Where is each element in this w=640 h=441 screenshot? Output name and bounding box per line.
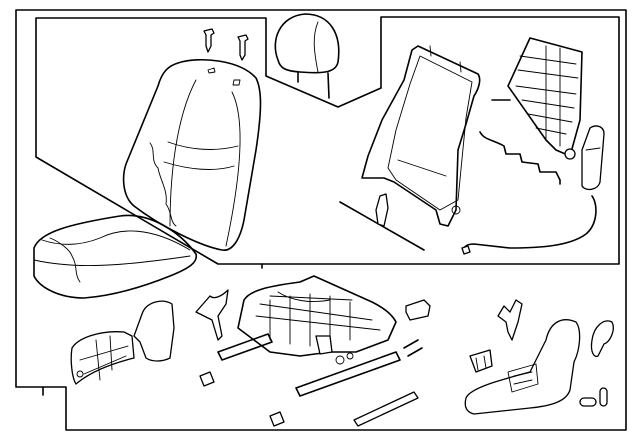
- outer-frame: [15, 9, 627, 431]
- switch-knob-icon: [579, 320, 614, 407]
- seat-side-trim-icon: [70, 289, 229, 385]
- headrest-icon: [274, 13, 340, 99]
- track-cover-icon: [199, 299, 431, 427]
- headrest-guide-icon: [203, 28, 249, 61]
- seat-back-frame-icon: [339, 45, 481, 251]
- seat-back-cover-icon: [122, 58, 262, 251]
- seat-cushion-cover-icon: [33, 214, 198, 299]
- lumbar-support-icon: [479, 37, 583, 185]
- seat-side-shield-icon: [464, 299, 581, 415]
- seat-track-adjuster-icon: [217, 275, 401, 397]
- side-airbag-icon: [461, 125, 605, 255]
- upper-group-frame: [35, 16, 620, 265]
